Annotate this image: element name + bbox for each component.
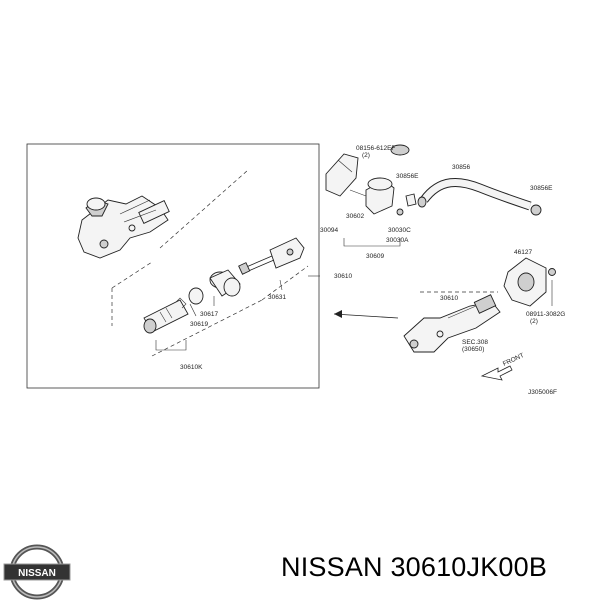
caption-part-number: 30610JK00B [390, 552, 548, 582]
logo-text: NISSAN [18, 568, 56, 579]
label-front: FRONT [502, 352, 525, 368]
label-30030A: 30030A [386, 237, 409, 244]
master-cylinder-assembled [77, 195, 170, 259]
label-30631: 30631 [268, 294, 286, 301]
part-caption: NISSAN 30610JK00B [281, 552, 547, 583]
label-nut: 08911-3082G [526, 311, 565, 318]
label-30609: 30609 [366, 253, 384, 260]
bracket-46127 [503, 257, 556, 307]
detail-frame [26, 143, 320, 389]
repair-kit-bracket [155, 340, 187, 351]
nissan-logo: NISSAN [3, 544, 71, 600]
label-bolt-qty: (2) [362, 152, 370, 159]
push-rod-30631 [238, 237, 305, 291]
front-arrow [480, 365, 513, 381]
label-30856E-hose: 30856E [530, 185, 553, 192]
piston-cup-30619 [188, 287, 204, 317]
hose-30856 [417, 177, 542, 216]
label-30856E-cap: 30856E [396, 173, 419, 180]
exploded-view-dashes [111, 169, 309, 357]
detail-arrow [333, 310, 399, 319]
piston-assembly [143, 297, 189, 334]
master-cylinder-installed [403, 291, 501, 353]
label-46127: 46127 [514, 249, 532, 256]
label-sec-ref-1: SEC.308 [462, 339, 488, 346]
label-nut-qty: (2) [530, 318, 538, 325]
label-30094: 30094 [320, 227, 338, 234]
label-30617: 30617 [200, 311, 218, 318]
reservoir-assembly [325, 144, 417, 216]
label-30856: 30856 [452, 164, 470, 171]
boot-30617 [209, 269, 241, 306]
label-30619: 30619 [190, 321, 208, 328]
reservoir-bracket [343, 238, 401, 247]
label-30610K: 30610K [180, 364, 203, 371]
label-bolt: 08156-612EF [356, 145, 395, 152]
label-30030C: 30030C [388, 227, 411, 234]
figure-code: J305006F [528, 389, 557, 396]
label-30610-left: 30610 [334, 273, 352, 280]
label-sec-ref-2: (30650) [462, 346, 484, 353]
caption-brand: NISSAN [281, 552, 383, 582]
label-30602: 30602 [346, 213, 364, 220]
label-30610-right: 30610 [440, 295, 458, 302]
